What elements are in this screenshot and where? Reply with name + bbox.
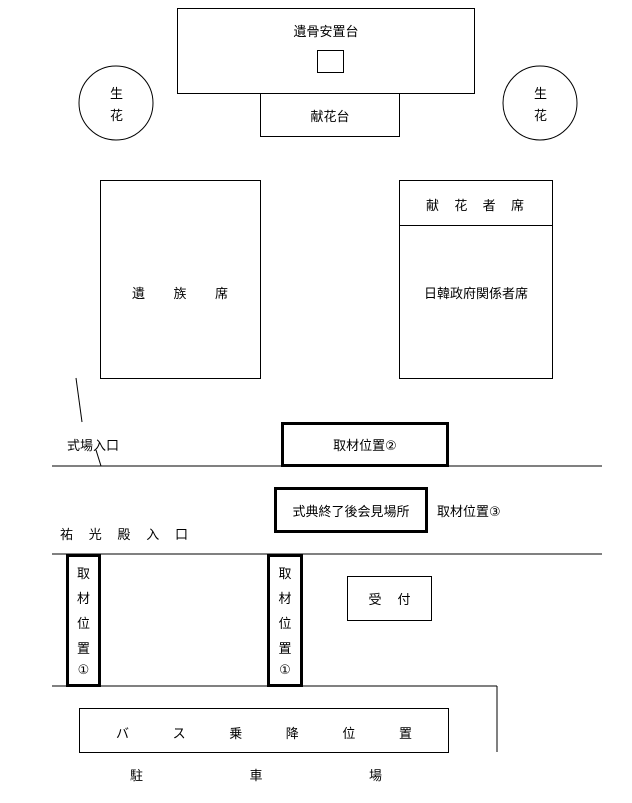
press-position-2-box: 取材位置②	[281, 422, 449, 467]
char: 付	[397, 593, 411, 608]
press-conference-box: 式典終了後会見場所	[274, 487, 428, 533]
flower-table-box: 献花台	[260, 93, 400, 137]
flowers-left-label: 生 花	[110, 84, 123, 128]
press-position-1-center-box: 取 材 位 置 ①	[267, 554, 303, 687]
char: バ	[116, 727, 130, 742]
flowers-left-char: 生	[110, 87, 124, 102]
char: ①	[279, 663, 291, 678]
char: 光	[88, 528, 102, 543]
press-position-2-label: 取材位置②	[333, 439, 397, 454]
char: 位	[76, 617, 90, 632]
yukoden-entrance-label: 祐 光 殿 入 口	[60, 524, 188, 543]
family-seats-box: 遺 族 席	[100, 180, 261, 379]
altar-box: 遺骨安置台	[177, 8, 475, 94]
char: 花	[454, 199, 468, 214]
char: 受	[368, 593, 382, 608]
char: 駐	[130, 769, 144, 784]
entrance-door-line	[75, 377, 83, 423]
ceremony-entrance-label: 式場入口	[67, 439, 120, 454]
char: 口	[174, 528, 188, 543]
guest-seats-box: 献 花 者 席 日韓政府関係者席	[399, 180, 553, 379]
flowers-right-label: 生 花	[534, 84, 547, 128]
char: 降	[285, 727, 299, 742]
offering-seats-label: 献 花 者 席	[426, 195, 524, 214]
char: 席	[510, 199, 524, 214]
flower-table-label: 献花台	[310, 109, 350, 125]
flower-circle-left	[78, 65, 154, 141]
char: ①	[77, 663, 90, 678]
flowers-right-char: 花	[534, 109, 548, 124]
char: 遺	[132, 287, 146, 302]
parking-label: 駐 車 場	[130, 765, 382, 784]
char: 族	[173, 287, 187, 302]
char: 祐	[60, 528, 74, 543]
char: 取	[76, 567, 90, 582]
char: 位	[342, 727, 356, 742]
bus-stop-label: バ ス 乗 降 位 置	[116, 723, 412, 742]
char: 席	[214, 287, 228, 302]
reception-box: 受 付	[347, 576, 432, 621]
char: 材	[278, 592, 292, 607]
bus-stop-box: バ ス 乗 降 位 置	[79, 708, 449, 753]
char: 乗	[229, 727, 243, 742]
urn-square	[317, 50, 344, 73]
char: 置	[398, 727, 412, 742]
char: 者	[482, 199, 496, 214]
altar-label: 遺骨安置台	[293, 25, 359, 40]
char: 献	[426, 199, 440, 214]
char: 場	[368, 769, 382, 784]
char: 置	[76, 642, 90, 657]
entrance-door-line	[95, 449, 102, 467]
family-seats-label: 遺 族 席	[132, 283, 228, 302]
char: 殿	[117, 528, 131, 543]
char: 入	[146, 528, 160, 543]
press-conference-label: 式典終了後会見場所	[292, 504, 410, 520]
offering-seats-section: 献 花 者 席	[400, 181, 552, 226]
char: ス	[172, 727, 186, 742]
flowers-right-char: 生	[534, 87, 548, 102]
char: 材	[76, 592, 90, 607]
char: 車	[249, 769, 263, 784]
char: 位	[278, 617, 292, 632]
govt-seats-label: 日韓政府関係者席	[423, 287, 528, 302]
char: 置	[278, 642, 292, 657]
press-position-1-left-box: 取 材 位 置 ①	[66, 554, 101, 687]
flower-circle-right	[502, 65, 578, 141]
press-position-3-label: 取材位置③	[437, 505, 501, 520]
flowers-left-char: 花	[110, 109, 124, 124]
char: 取	[278, 567, 292, 582]
